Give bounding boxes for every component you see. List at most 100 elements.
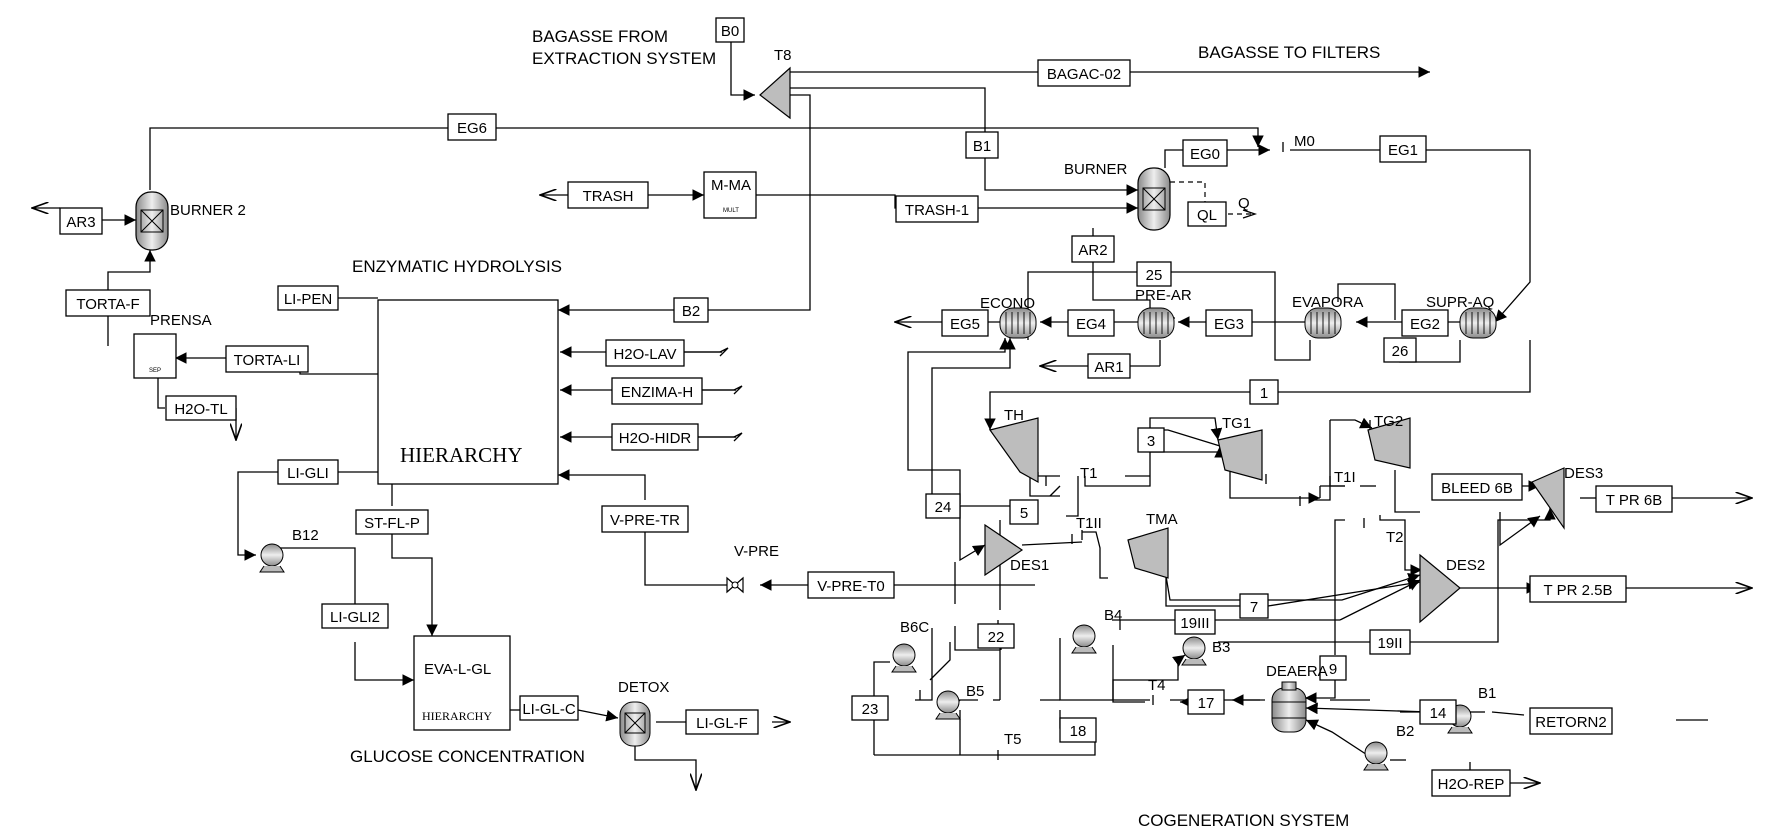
deaerator-icon[interactable] (1271, 681, 1307, 733)
stream-5[interactable]: 5 (1009, 499, 1039, 525)
heat-exchanger-evapora-icon[interactable] (1304, 307, 1342, 339)
stream-torta-li[interactable]: TORTA-LI (225, 345, 309, 373)
svg-text:B12: B12 (292, 527, 319, 544)
stream-t-pr-6b[interactable]: T PR 6B (1595, 485, 1673, 513)
stream-h2o-tl[interactable]: H2O-TL (165, 395, 237, 421)
svg-text:B2: B2 (682, 303, 700, 320)
stream-eg0[interactable]: EG0 (1182, 139, 1228, 167)
separator-prensa[interactable]: SEP (133, 333, 177, 379)
splitter-t8-icon[interactable] (759, 66, 791, 120)
stream-v-pre-tr[interactable]: V-PRE-TR (601, 505, 689, 533)
stream-h2o-rep[interactable]: H2O-REP (1431, 769, 1511, 797)
stream-18[interactable]: 18 (1059, 717, 1097, 743)
svg-text:B0: B0 (721, 23, 739, 40)
stream-v-pre-t0[interactable]: V-PRE-T0 (807, 571, 895, 599)
stream-st-fl-p[interactable]: ST-FL-P (355, 509, 429, 535)
stream-eg4[interactable]: EG4 (1067, 309, 1115, 337)
hierarchy-block-enzymatic-hydrolysis[interactable]: HIERARCHY (377, 299, 559, 485)
turbine-tg2-icon[interactable] (1367, 417, 1411, 469)
svg-text:T5: T5 (1004, 731, 1022, 748)
turbine-tg1-icon[interactable] (1217, 429, 1263, 481)
stream-b0[interactable]: B0 (715, 17, 745, 43)
svg-text:BLEED 6B: BLEED 6B (1441, 480, 1513, 497)
svg-text:14: 14 (1430, 705, 1447, 722)
multiplier-m-ma[interactable]: M-MA MULT (703, 171, 757, 219)
pump-b3-icon[interactable] (1181, 636, 1207, 666)
stream-eg1[interactable]: EG1 (1379, 135, 1427, 163)
stream-trash[interactable]: TRASH (567, 181, 649, 209)
svg-text:DES1: DES1 (1010, 557, 1049, 574)
turbine-tma-icon[interactable] (1127, 527, 1169, 579)
stream-h2o-hidr[interactable]: H2O-HIDR (611, 423, 699, 451)
svg-text:DETOX: DETOX (618, 679, 669, 696)
burner-icon[interactable] (1137, 167, 1171, 231)
stream-eg5[interactable]: EG5 (941, 309, 989, 337)
section-bagasse-from-line1: BAGASSE FROM (532, 27, 668, 46)
pump-b2-icon[interactable] (1363, 741, 1389, 771)
stream-ar1[interactable]: AR1 (1087, 353, 1131, 379)
stream-25[interactable]: 25 (1136, 261, 1172, 287)
stream-trash-1[interactable]: TRASH-1 (895, 195, 979, 223)
stream-t-pr-2-5b[interactable]: T PR 2.5B (1529, 575, 1627, 603)
pump-b4-icon[interactable] (1071, 624, 1097, 654)
stream-1[interactable]: 1 (1249, 379, 1279, 405)
stream-li-gl-f[interactable]: LI-GL-F (685, 709, 759, 735)
detox-icon[interactable] (619, 701, 651, 747)
heat-exchanger-pre-ar-icon[interactable] (1137, 307, 1175, 339)
stream-li-gli[interactable]: LI-GLI (277, 459, 339, 485)
svg-text:H2O-HIDR: H2O-HIDR (619, 430, 692, 447)
section-titles: BAGASSE FROM EXTRACTION SYSTEM BAGASSE T… (350, 27, 1380, 830)
stream-b1[interactable]: B1 (965, 131, 999, 159)
stream-li-pen[interactable]: LI-PEN (277, 285, 339, 311)
stream-torta-f[interactable]: TORTA-F (65, 289, 151, 317)
hierarchy-block-eva-l-gl[interactable]: EVA-L-GL HIERARCHY (413, 635, 511, 731)
turbine-th-icon[interactable] (988, 417, 1039, 484)
svg-text:V-PRE: V-PRE (734, 543, 779, 560)
stream-eg2[interactable]: EG2 (1401, 309, 1449, 337)
stream-7[interactable]: 7 (1239, 593, 1269, 619)
stream-li-gl-c[interactable]: LI-GL-C (519, 695, 579, 721)
svg-text:5: 5 (1020, 505, 1028, 522)
heat-exchanger-supr-aq-icon[interactable] (1459, 307, 1497, 339)
desuperheater-des1-icon[interactable] (984, 523, 1024, 577)
stream-26[interactable]: 26 (1383, 337, 1417, 363)
desuperheater-des2-icon[interactable] (1419, 553, 1461, 624)
stream-23[interactable]: 23 (851, 695, 889, 721)
burner2-icon[interactable] (135, 191, 169, 251)
valve-v-pre-icon[interactable] (726, 576, 744, 594)
pump-b12-icon[interactable] (259, 543, 285, 573)
stream-lines (32, 24, 1752, 790)
stream-eg6[interactable]: EG6 (447, 113, 497, 141)
stream-bleed-6b[interactable]: BLEED 6B (1431, 473, 1523, 501)
stream-3[interactable]: 3 (1137, 427, 1165, 453)
svg-text:LI-GL-F: LI-GL-F (696, 715, 748, 732)
svg-text:T4: T4 (1148, 677, 1166, 694)
stream-retorn2[interactable]: RETORN2 (1529, 707, 1613, 735)
stream-bagac-02[interactable]: BAGAC-02 (1037, 59, 1131, 87)
stream-19ii[interactable]: 19II (1369, 629, 1411, 655)
svg-text:ENZIMA-H: ENZIMA-H (621, 384, 694, 401)
svg-text:B3: B3 (1212, 639, 1230, 656)
svg-text:V-PRE-T0: V-PRE-T0 (817, 578, 885, 595)
svg-text:TG2: TG2 (1374, 413, 1403, 430)
pump-b6c-icon[interactable] (891, 643, 917, 673)
stream-b2[interactable]: B2 (673, 297, 709, 323)
stream-ql[interactable]: QL (1187, 201, 1227, 227)
svg-text:T PR 6B: T PR 6B (1606, 492, 1662, 509)
desuperheater-des3-icon[interactable] (1531, 467, 1565, 530)
stream-eg3[interactable]: EG3 (1205, 309, 1253, 337)
stream-9[interactable]: 9 (1319, 655, 1347, 681)
stream-enzima-h[interactable]: ENZIMA-H (611, 377, 703, 405)
stream-22[interactable]: 22 (977, 623, 1015, 649)
pump-b5-icon[interactable] (935, 690, 961, 720)
stream-24[interactable]: 24 (925, 493, 961, 519)
stream-19iii[interactable]: 19III (1174, 609, 1216, 635)
stream-14[interactable]: 14 (1419, 699, 1457, 725)
svg-text:BURNER 2: BURNER 2 (170, 202, 246, 219)
stream-17[interactable]: 17 (1187, 689, 1225, 715)
stream-ar2[interactable]: AR2 (1071, 235, 1115, 263)
stream-ar3[interactable]: AR3 (59, 207, 103, 235)
stream-li-gli2[interactable]: LI-GLI2 (321, 603, 389, 629)
stream-h2o-lav[interactable]: H2O-LAV (605, 339, 685, 367)
heat-exchanger-econo-icon[interactable] (999, 307, 1037, 339)
